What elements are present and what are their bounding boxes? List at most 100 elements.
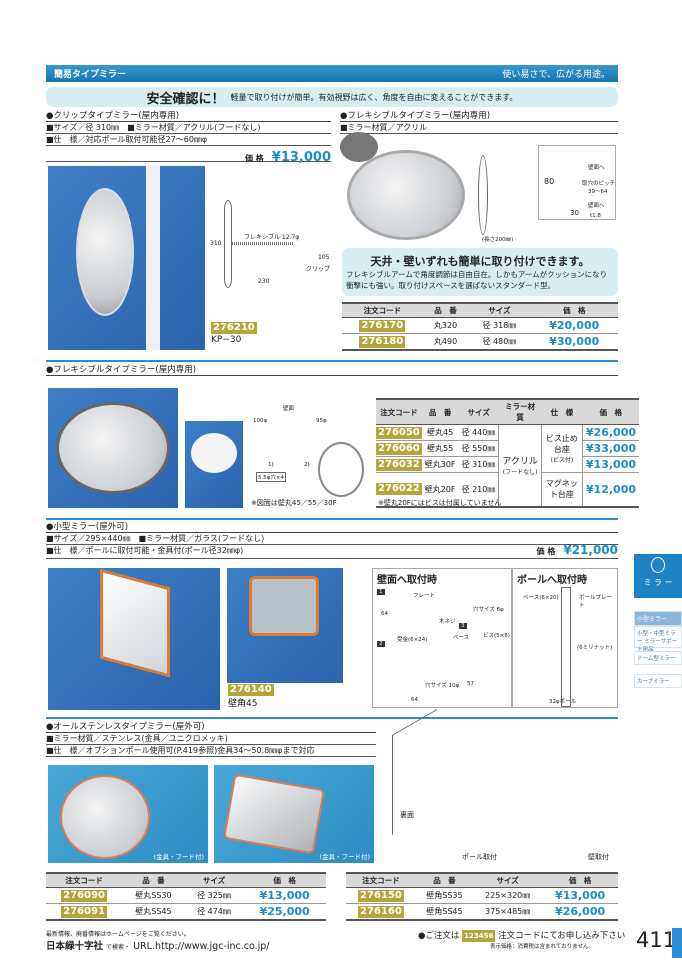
model: 壁丸SS30: [122, 887, 185, 904]
washer-label: 受金(6×24): [397, 637, 428, 643]
flex2-title: ●フレキシブルタイプミラー(屋内専用): [46, 364, 618, 376]
section-divider: [46, 717, 618, 719]
pole-shape: [561, 587, 571, 707]
small-photo-2: [227, 568, 343, 683]
spec-a-sub: (ビス付): [550, 457, 574, 464]
step-1: 1): [268, 462, 274, 468]
side-item-small-mirror[interactable]: 小型ミラー: [634, 611, 682, 626]
order-code: 276170: [359, 319, 406, 332]
wall-mount-label: 壁取付: [588, 853, 609, 861]
order-code: 276140: [228, 684, 274, 696]
order-code: 276032: [376, 458, 422, 471]
col-header: 品 番: [421, 398, 459, 425]
price: ¥12,000: [582, 472, 640, 508]
mirror-shape: [318, 442, 364, 497]
bis-label: ビス(5×8): [483, 633, 510, 639]
base-label: ベース(6×20): [523, 595, 559, 601]
model: 壁丸55: [421, 440, 459, 457]
section-divider: [46, 518, 618, 520]
col-header: 品 番: [422, 302, 469, 318]
order-instruction: ●ご注文は 123456 注文コードにてお申し込み下さい: [418, 929, 625, 942]
wall-mount-title: 壁面へ取付時: [377, 575, 437, 586]
side-item-dome-mirror[interactable]: ドーム型ミラー: [634, 651, 682, 665]
flex1-title: ●フレキシブルタイプミラー(屋内専用): [340, 110, 618, 122]
flex2-photo-2: [185, 421, 243, 508]
col-header: 注文コード: [376, 398, 422, 425]
size: 径 318㎜: [468, 317, 531, 334]
wall-shape: [392, 709, 437, 835]
clip-label: クリップ: [306, 266, 331, 273]
col-header: ミラー材質: [498, 398, 542, 425]
mirror-side-shape: [224, 200, 232, 288]
mirror-image: [56, 402, 170, 494]
dim-length: 230: [258, 278, 270, 285]
model: 壁丸20F: [421, 472, 459, 508]
banner-text: 軽量で取り付けが簡単。有効視野は広く、角度を自由に変えることができます。: [230, 92, 518, 102]
price: ¥30,000: [530, 333, 618, 351]
price: ¥13,000: [243, 887, 326, 904]
order-code: 276090: [61, 889, 107, 902]
banner-headline: 安全確認に！: [146, 91, 225, 107]
stainless-diagram: 裏面 ポール取付 壁取付: [392, 709, 620, 862]
order-code-sample: 123456: [462, 930, 496, 942]
step-3: 3: [459, 623, 467, 629]
mirror-image: [191, 433, 237, 473]
flex-mirror-section-1: ●フレキシブルタイプミラー(屋内専用) ■ミラー材質／アクリル: [340, 110, 618, 134]
thickness: t1.8: [590, 213, 601, 219]
order-code: 276150: [358, 889, 404, 902]
side-tab-mirror[interactable]: ミ ラ ー: [634, 554, 682, 598]
order-suffix: 注文コードにてお申し込み下さい: [498, 931, 626, 941]
clip-mirror-photo: [48, 166, 205, 350]
mirror-image: [60, 775, 150, 859]
stainless-spec-2: ■仕 様／オプションポール使用可(P.419参照)金具34～50.8㎜φまで対応: [46, 745, 376, 757]
company-url[interactable]: URL.http://www.jgc-inc.co.jp/: [133, 941, 270, 952]
clip-spec-2: ■仕 様／対応ポール取付可能径27～60㎜φ: [46, 134, 331, 146]
small-price: ¥21,000: [563, 543, 618, 557]
small-spec-2-row: ■仕 様／ポールに取付可能・金具付(ポール径32㎜φ) 価 格¥21,000: [46, 543, 618, 559]
company-name: 日本緑十字社: [46, 941, 104, 952]
mirror-image: [100, 568, 170, 678]
dim-height: 310: [210, 240, 222, 247]
mirror-icon: [651, 557, 665, 573]
step-2: 2: [377, 641, 385, 647]
small-title: ●小型ミラー(屋外可): [46, 521, 618, 533]
price: ¥26,000: [542, 903, 618, 921]
wall-label-2: 壁面へ: [588, 203, 605, 209]
stainless-spec-1: ■ミラー材質／ステンレス(金具／ユニクロメッキ): [46, 733, 376, 745]
size: 径 210㎜: [458, 472, 499, 508]
price: ¥26,000: [582, 424, 640, 441]
side-item-curve-mirror[interactable]: カーブミラー: [634, 674, 682, 688]
clip-mirror-section: ●クリップタイプミラー(屋内専用) ■サイズ／径 310㎜ ■ミラー材質／アクリ…: [46, 110, 331, 165]
category-header: 簡易タイプミラー 使い易さで、広がる用途。: [46, 65, 618, 82]
side-item-mid-mirror[interactable]: 小型・中型ミラー ミラーサポート用品: [634, 626, 682, 653]
col-header: 価 格: [542, 872, 618, 888]
spec-a: ビス止め台座: [545, 434, 578, 454]
flex1-band-text: フレキシブルアームで角度調節は自由自在。しかもアームがクッションになり衝撃にも強…: [346, 270, 608, 290]
small-spec-1: ■サイズ／295×440㎜ ■ミラー材質／ガラス(フードなし): [46, 533, 618, 545]
model-name: KP−30: [211, 335, 242, 345]
footer-company-line: 日本緑十字社 で検索・ URL.http://www.jgc-inc.co.jp…: [46, 938, 270, 952]
diagram-note: ※図面は壁丸45／55／30F: [251, 499, 337, 507]
size: 375×485㎜: [473, 903, 543, 921]
footer-info: 最新情報、廃番情報はホームページをご覧ください。: [46, 931, 190, 938]
order-code: 276022: [376, 483, 422, 496]
material-sub: (フードなし): [502, 469, 538, 477]
order-code: 276160: [358, 905, 404, 918]
model-name: 壁角45: [228, 699, 258, 709]
wall-label: 壁面へ: [588, 165, 605, 171]
mirror-image: [222, 773, 326, 855]
col-header: サイズ: [184, 872, 244, 888]
order-code: 276180: [359, 335, 406, 348]
stainless-section: ●オールステンレスタイプミラー(屋外可) ■ミラー材質／ステンレス(金具／ユニク…: [46, 721, 376, 757]
flex2-diagram: 壁面 100φ 95φ 1) 2) 5.5φ穴×4 ※図面は壁丸45／55／30…: [248, 392, 368, 507]
screw-label: 木ネジ: [439, 619, 456, 625]
back-label: 裏面: [400, 811, 414, 819]
